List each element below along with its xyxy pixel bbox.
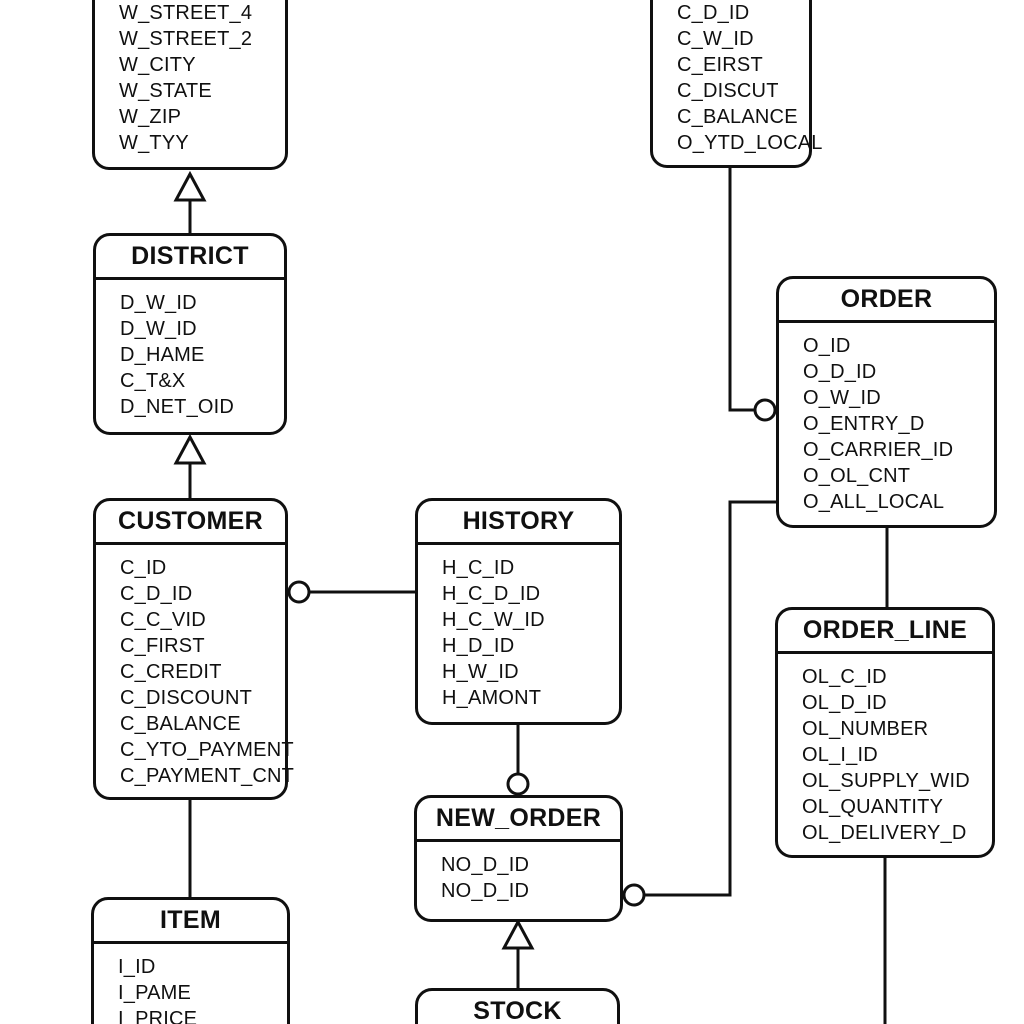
- cardinality-circle-icon: [622, 883, 646, 907]
- entity-field-list: C_ID C_D_ID C_C_VID C_FIRST C_CREDIT C_DISCOU…: [96, 545, 295, 789]
- entity-field: C_BALANCE: [120, 713, 241, 735]
- entity-field: O_ID: [803, 335, 851, 357]
- entity-field: O_ENTRY_D: [803, 413, 925, 435]
- entity-field: C_PAYMENT_CNT: [120, 765, 295, 787]
- entity-field: NO_D_ID: [441, 880, 530, 902]
- entity-field: OL_DELIVERY_D: [802, 822, 967, 844]
- entity-field: I_PAME: [118, 982, 192, 1004]
- entity-field: O_OL_CNT: [803, 465, 911, 487]
- entity-field-list: O_ID O_D_ID O_W_ID O_ENTRY_D O_CARRIER_ID O_O…: [779, 323, 994, 515]
- entity-field: W_CITY: [119, 54, 196, 76]
- relationship-line: [728, 167, 755, 412]
- entity-field: C_DISCUT: [677, 80, 779, 102]
- entity-field: OL_I_ID: [802, 744, 878, 766]
- entity-field: O_W_ID: [803, 387, 881, 409]
- entity-title: NEW_ORDER: [435, 804, 602, 832]
- entity-field: C_ID: [120, 557, 167, 579]
- entity-field: C_D_ID: [120, 583, 193, 605]
- entity-stock[interactable]: STOCK: [415, 988, 620, 1024]
- cardinality-circle-icon: [287, 580, 311, 604]
- entity-title: CUSTOMER: [117, 507, 263, 535]
- entity-title: ORDER: [840, 285, 933, 313]
- entity-title-bar: CUSTOMER: [96, 501, 285, 545]
- entity-field: H_AMONT: [442, 687, 542, 709]
- entity-field: OL_D_ID: [802, 692, 887, 714]
- entity-field: C_YTO_PAYMENT: [120, 739, 294, 761]
- entity-title-bar: DISTRICT: [96, 236, 284, 280]
- entity-field: O_D_ID: [803, 361, 877, 383]
- entity-title: STOCK: [473, 997, 562, 1024]
- entity-field: C_W_ID: [677, 28, 754, 50]
- entity-field: C_C_VID: [120, 609, 206, 631]
- entity-title-bar: NEW_ORDER: [417, 798, 620, 842]
- entity-field: O_YTD_LOCAL: [677, 132, 823, 154]
- entity-field: C_BALANCE: [677, 106, 798, 128]
- entity-field: OL_QUANTITY: [802, 796, 944, 818]
- entity-district[interactable]: DISTRICT D_W_ID D_W_ID D_HAME C_T&X D_NET_OID: [93, 233, 287, 435]
- entity-field: D_W_ID: [120, 318, 197, 340]
- entity-order[interactable]: ORDER O_ID O_D_ID O_W_ID O_ENTRY_D O_CARRIER_…: [776, 276, 997, 528]
- entity-title-bar: ORDER: [779, 279, 994, 323]
- entity-title-bar: ORDER_LINE: [778, 610, 992, 654]
- cardinality-circle-icon: [506, 772, 530, 796]
- entity-field: C_EIRST: [677, 54, 763, 76]
- entity-title: HISTORY: [462, 507, 575, 535]
- entity-field-list: H_C_ID H_C_D_ID H_C_W_ID H_D_ID H_W_ID H_AMON…: [418, 545, 619, 711]
- entity-field: H_D_ID: [442, 635, 515, 657]
- entity-field: OL_NUMBER: [802, 718, 929, 740]
- relationship-line: [644, 500, 777, 897]
- entity-history[interactable]: HISTORY H_C_ID H_C_D_ID H_C_W_ID H_D_ID H_W_I…: [415, 498, 622, 725]
- entity-field: OL_C_ID: [802, 666, 887, 688]
- inheritance-triangle-icon: [501, 918, 535, 950]
- entity-order-line[interactable]: ORDER_LINE OL_C_ID OL_D_ID OL_NUMBER OL_I_ID…: [775, 607, 995, 858]
- entity-field: W_ZIP: [119, 106, 182, 128]
- entity-title: DISTRICT: [131, 242, 249, 270]
- entity-field: D_W_ID: [120, 292, 197, 314]
- entity-field: W_STREET_4: [119, 2, 253, 24]
- entity-field-list: D_W_ID D_W_ID D_HAME C_T&X D_NET_OID: [96, 280, 284, 420]
- entity-customer-summary-partial[interactable]: C_D_ID C_W_ID C_EIRST C_DISCUT C_BALANCE O_YT…: [650, 0, 823, 168]
- inheritance-triangle-icon: [173, 170, 207, 202]
- entity-field: H_C_D_ID: [442, 583, 541, 605]
- inheritance-triangle-icon: [173, 433, 207, 465]
- entity-field: C_D_ID: [677, 2, 750, 24]
- entity-field: D_HAME: [120, 344, 205, 366]
- entity-field: C_T&X: [120, 370, 186, 392]
- entity-field-list: I_ID I_PAME I_PRICE: [94, 944, 287, 1024]
- entity-title: ORDER_LINE: [802, 616, 968, 644]
- entity-new-order[interactable]: NEW_ORDER NO_D_ID NO_D_ID: [414, 795, 623, 922]
- entity-field: O_CARRIER_ID: [803, 439, 954, 461]
- entity-field-list: OL_C_ID OL_D_ID OL_NUMBER OL_I_ID OL_SUPPLY_…: [778, 654, 992, 846]
- entity-field: I_PRICE: [118, 1008, 198, 1024]
- entity-field: H_C_ID: [442, 557, 515, 579]
- entity-field: C_FIRST: [120, 635, 205, 657]
- cardinality-circle-icon: [753, 398, 777, 422]
- entity-title: ITEM: [160, 906, 221, 934]
- entity-field: C_CREDIT: [120, 661, 222, 683]
- entity-title-bar: HISTORY: [418, 501, 619, 545]
- entity-field: I_ID: [118, 956, 156, 978]
- entity-field: W_STREET_2: [119, 28, 253, 50]
- entity-field: W_STATE: [119, 80, 212, 102]
- entity-field: H_W_ID: [442, 661, 519, 683]
- entity-customer[interactable]: CUSTOMER C_ID C_D_ID C_C_VID C_FIRST C_CREDIT…: [93, 498, 295, 800]
- entity-field: H_C_W_ID: [442, 609, 545, 631]
- entity-field: C_DISCOUNT: [120, 687, 253, 709]
- entity-title-bar: STOCK: [418, 991, 617, 1024]
- entity-field-list: NO_D_ID NO_D_ID: [417, 842, 620, 904]
- entity-field: O_ALL_LOCAL: [803, 491, 945, 513]
- entity-field: W_TYY: [119, 132, 189, 154]
- entity-title-bar: ITEM: [94, 900, 287, 944]
- entity-field: D_NET_OID: [120, 396, 235, 418]
- entity-field: NO_D_ID: [441, 854, 530, 876]
- entity-field: OL_SUPPLY_WID: [802, 770, 970, 792]
- entity-field-list: C_D_ID C_W_ID C_EIRST C_DISCUT C_BALANCE O_YT…: [653, 0, 823, 156]
